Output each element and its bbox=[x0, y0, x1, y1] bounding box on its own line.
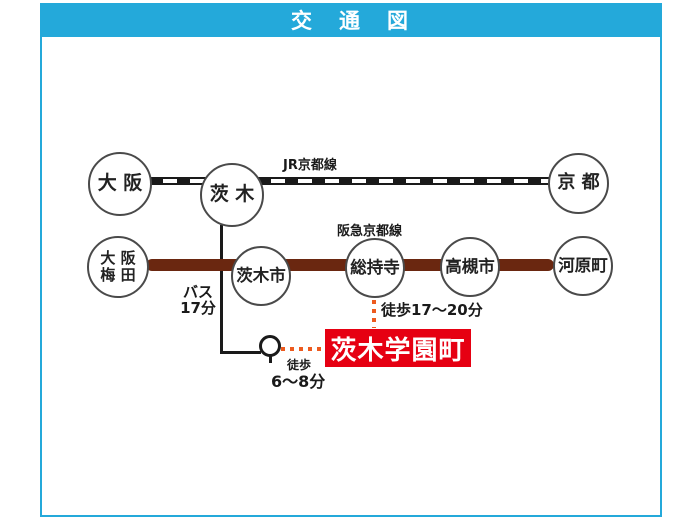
station-sojiji: 総持寺 bbox=[345, 238, 405, 298]
bus-duration-line2: 17分 bbox=[180, 298, 216, 317]
bus-route-horizontal-line bbox=[220, 351, 261, 354]
station-ibaraki-label: 茨 木 bbox=[209, 183, 255, 206]
station-kyoto-label: 京 都 bbox=[557, 172, 600, 194]
bus-stop-icon-stem bbox=[269, 356, 272, 363]
destination-label: 茨木学園町 bbox=[330, 335, 466, 366]
station-ibarakishi: 茨木市 bbox=[231, 246, 291, 306]
station-osaka-umeda-label-line2: 梅 田 bbox=[100, 266, 136, 284]
destination-badge: 茨木学園町 bbox=[325, 329, 471, 367]
jr-line-label: JR京都線 bbox=[283, 158, 337, 173]
title-bar: 交 通 図 bbox=[40, 3, 662, 37]
page-title: 交 通 図 bbox=[291, 9, 411, 33]
walk-duration-from-busstop-line2: 6～8分 bbox=[271, 372, 326, 391]
station-takatsukishi-label: 高槻市 bbox=[445, 256, 495, 276]
station-osaka-umeda: 大 阪 梅 田 bbox=[87, 236, 149, 298]
station-kawaramachi-label: 河原町 bbox=[558, 255, 608, 275]
station-osaka: 大 阪 bbox=[88, 152, 152, 216]
station-takatsukishi: 高槻市 bbox=[440, 237, 500, 297]
bus-duration-line1: バス bbox=[182, 283, 213, 301]
station-ibaraki: 茨 木 bbox=[200, 163, 264, 227]
hankyu-line-label: 阪急京都線 bbox=[337, 224, 403, 239]
walk-duration-from-busstop-line1: 徒歩 bbox=[287, 358, 312, 372]
station-ibarakishi-label: 茨木市 bbox=[236, 265, 286, 285]
walk-route-dotted-from-busstop bbox=[281, 347, 326, 351]
station-kawaramachi: 河原町 bbox=[553, 236, 613, 296]
station-sojiji-label: 総持寺 bbox=[350, 257, 400, 277]
station-osaka-umeda-label-line1: 大 阪 bbox=[100, 248, 136, 267]
bus-duration-label: バス 17分 bbox=[176, 283, 220, 317]
station-osaka-label: 大 阪 bbox=[97, 172, 143, 195]
walk-duration-from-sojiji: 徒歩17～20分 bbox=[381, 301, 483, 319]
bus-stop-icon bbox=[259, 335, 281, 357]
station-kyoto: 京 都 bbox=[548, 153, 609, 214]
bus-route-vertical-line bbox=[220, 225, 223, 353]
jr-kyoto-line-track bbox=[150, 177, 550, 185]
walk-route-dotted-from-sojiji bbox=[372, 300, 376, 328]
